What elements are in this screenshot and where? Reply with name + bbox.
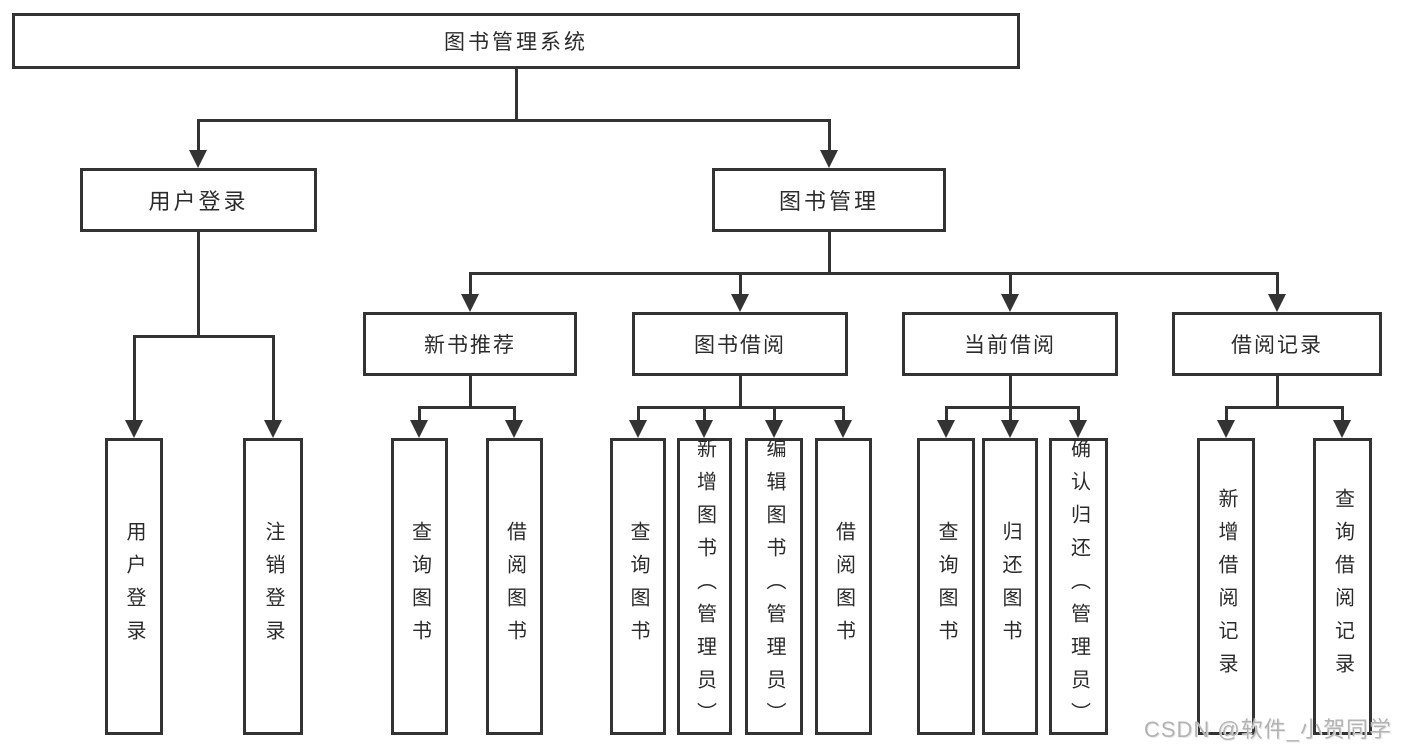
node-label: 确认归还（管理员） [1067,438,1090,735]
connector-arrowhead-icon [264,420,282,438]
connector-arrowhead-icon [629,420,647,438]
connector-drop [944,407,948,424]
node-leaf-add-books-admin: 新增图书（管理员） [677,438,732,735]
node-label: 编辑图书（管理员） [763,438,785,735]
connector-arrowhead-icon [695,420,713,438]
connector-drop [1275,273,1279,298]
connector-drop [827,120,831,154]
connector-stem [1008,376,1012,409]
connector-arrowhead-icon [1001,420,1019,438]
connector-drop [772,407,776,424]
watermark: CSDN @软件_小贺同学 [1143,717,1392,742]
node-label: 查询图书 [935,520,957,653]
connector-drop [132,336,136,424]
connector-arrowhead-icon [765,420,783,438]
connector-bus [417,405,516,409]
connector-arrowhead-icon [125,420,143,438]
connector-arrowhead-icon [937,420,955,438]
node-leaf-query-books-borrow: 查询图书 [610,438,666,735]
connector-arrowhead-icon [1268,294,1286,312]
node-label: 当前借阅 [964,334,1056,357]
node-label: 借阅记录 [1231,334,1323,357]
connector-stem [468,376,472,409]
connector-bus [132,334,275,338]
connector-arrowhead-icon [505,420,523,438]
node-leaf-return-books: 归还图书 [982,438,1038,735]
node-label: 新增借阅记录 [1215,487,1237,686]
connector-drop [512,407,516,424]
node-label: 用户登录 [148,189,249,214]
node-current-borrow: 当前借阅 [902,312,1118,376]
node-book-management: 图书管理 [712,168,946,232]
connector-stem [738,376,742,409]
connector-drop [468,273,472,298]
connector-drop [417,407,421,424]
connector-arrowhead-icon [1333,420,1351,438]
node-label: 借阅图书 [832,520,855,653]
node-leaf-query-books-newbook: 查询图书 [391,438,448,735]
node-label: 查询图书 [627,520,649,653]
node-leaf-edit-books-admin: 编辑图书（管理员） [745,438,803,735]
node-leaf-query-books-current: 查询图书 [917,438,975,735]
node-book-borrow: 图书借阅 [632,312,848,376]
connector-arrowhead-icon [1001,294,1019,312]
node-leaf-borrow-books-newbook: 借阅图书 [486,438,543,735]
connector-drop [1340,407,1344,424]
connector-bus [468,271,1279,275]
connector-stem [1275,376,1279,409]
node-label: 新增图书（管理员） [693,438,716,735]
connector-bus [636,405,845,409]
node-system-root: 图书管理系统 [12,13,1020,69]
connector-drop [1008,407,1012,424]
connector-drop [1076,407,1080,424]
connector-bus [944,405,1080,409]
node-label: 图书管理系统 [444,31,588,54]
connector-drop [841,407,845,424]
connector-arrowhead-icon [820,150,838,168]
node-label: 查询图书 [408,520,431,653]
connector-stem [196,232,200,338]
connector-stem [514,69,518,122]
connector-drop [1008,273,1012,298]
connector-arrowhead-icon [410,420,428,438]
node-label: 借阅图书 [503,520,526,653]
node-leaf-logout-login: 注销登录 [243,438,303,735]
connector-drop [1224,407,1228,424]
connector-arrowhead-icon [1217,420,1235,438]
connector-arrowhead-icon [189,150,207,168]
connector-arrowhead-icon [834,420,852,438]
connector-drop [636,407,640,424]
connector-bus [196,118,831,122]
node-leaf-user-login: 用户登录 [105,438,163,735]
connector-drop [738,273,742,298]
connector-arrowhead-icon [461,294,479,312]
node-label: 注销登录 [262,520,284,653]
node-borrow-records: 借阅记录 [1172,312,1382,376]
node-label: 查询借阅记录 [1331,487,1354,686]
node-leaf-borrow-books-borrow: 借阅图书 [815,438,872,735]
node-label: 新书推荐 [424,334,516,357]
connector-stem [827,232,831,275]
connector-drop [271,336,275,424]
connector-bus [1224,405,1344,409]
node-leaf-add-borrow-record: 新增借阅记录 [1197,438,1255,735]
node-label: 图书管理 [778,189,879,214]
node-label: 图书借阅 [694,334,786,357]
node-new-book-recommend: 新书推荐 [363,312,577,376]
node-label: 归还图书 [999,520,1021,653]
connector-drop [196,120,200,154]
node-leaf-query-borrow-record: 查询借阅记录 [1313,438,1372,735]
connector-drop [702,407,706,424]
node-user-login: 用户登录 [80,168,317,232]
node-leaf-confirm-return-admin: 确认归还（管理员） [1049,438,1108,735]
connector-arrowhead-icon [1069,420,1087,438]
connector-arrowhead-icon [731,294,749,312]
node-label: 用户登录 [123,520,145,653]
